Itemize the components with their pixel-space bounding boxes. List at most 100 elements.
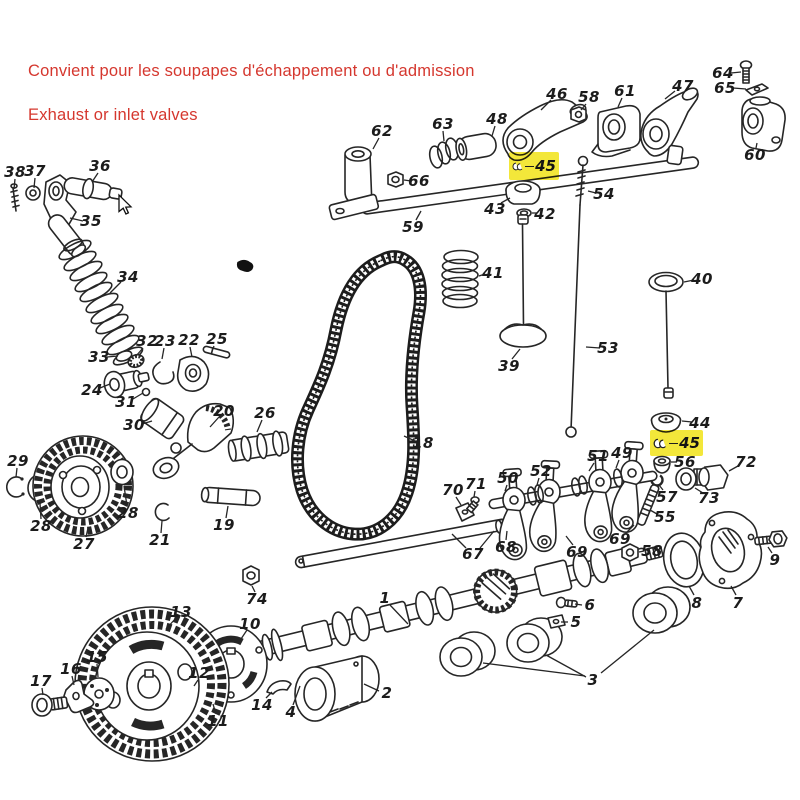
part-label-11: 11 <box>207 712 229 730</box>
note-english: Exhaust or inlet valves <box>28 106 198 124</box>
part-label-46: 46 <box>546 85 568 103</box>
part-label-58: 58 <box>578 88 600 106</box>
part-74-nut <box>242 565 260 586</box>
part-label-41: 41 <box>482 264 504 282</box>
part-30-tappet <box>140 397 185 454</box>
highlight-part-number: 45 <box>535 157 556 175</box>
part-label-47: 47 <box>672 77 694 95</box>
part-label-50: 50 <box>497 469 519 487</box>
part-label-3: 3 <box>587 671 599 689</box>
part-20-rocker <box>152 402 235 480</box>
part-54-stud <box>575 155 589 206</box>
part-38-screw <box>10 183 20 212</box>
part-43-adjuster-cap <box>505 180 541 205</box>
part-65-tab <box>745 83 769 96</box>
part-14-woodruff-key <box>266 680 292 695</box>
collets-icon <box>653 438 666 448</box>
part-label-9: 9 <box>769 551 781 569</box>
part-26-camshaft-section <box>227 430 290 462</box>
part-label-8: 8 <box>691 594 703 612</box>
part-label-52: 52 <box>530 462 552 480</box>
part-label-57: 57 <box>656 488 678 506</box>
part-23-clip <box>152 361 175 385</box>
part-39-valve <box>499 214 547 348</box>
part-label-71: 71 <box>465 475 487 493</box>
part-22-follower <box>176 355 210 392</box>
part-label-26: 26 <box>254 404 276 422</box>
part-label-18: 18 <box>412 434 434 452</box>
part-62-bracket <box>328 146 380 221</box>
part-6-screw <box>555 596 578 609</box>
part-label-66: 66 <box>408 172 430 190</box>
mouse-cursor <box>118 193 133 215</box>
part-label-28: 28 <box>30 517 52 535</box>
part-8-oil-seal <box>662 532 706 588</box>
part-label-22: 22 <box>178 331 200 349</box>
part-label-6: 6 <box>584 596 596 614</box>
part-label-40: 40 <box>691 270 713 288</box>
part-label-56: 56 <box>674 453 696 471</box>
part-label-32: 32 <box>136 332 158 350</box>
part-9-bolt <box>754 530 788 548</box>
part-label-20: 20 <box>213 402 235 420</box>
part-label-7: 7 <box>732 594 744 612</box>
part-label-38: 38 <box>4 163 26 181</box>
highlight-part-number: 45 <box>679 434 700 452</box>
note-french: Convient pour les soupapes d'échappement… <box>28 62 475 80</box>
part-label-67: 67 <box>462 545 484 563</box>
part-label-35: 35 <box>80 212 102 230</box>
part-label-36: 36 <box>89 157 111 175</box>
part-55-stud <box>636 484 660 526</box>
part-label-33: 33 <box>88 348 110 366</box>
part-label-69: 69 <box>609 530 631 548</box>
part-label-37: 37 <box>24 162 46 180</box>
part-5-tab <box>547 614 566 629</box>
part-label-68: 68 <box>495 538 517 556</box>
part-31-ball <box>141 387 151 397</box>
part-29-circlip <box>5 476 25 498</box>
part-label-28: 28 <box>117 504 139 522</box>
part-label-12: 12 <box>188 664 210 682</box>
part-1-camshaft <box>240 545 664 662</box>
part-18-timing-chain <box>290 250 427 541</box>
part-41-valve-spring <box>441 249 479 309</box>
part-label-72: 72 <box>735 453 757 471</box>
part-label-15: 15 <box>86 648 108 666</box>
part-label-43: 43 <box>484 200 506 218</box>
part-label-60: 60 <box>744 146 766 164</box>
part-32-star-washer <box>127 353 145 369</box>
part-label-54: 54 <box>593 185 615 203</box>
part-label-34: 34 <box>117 268 139 286</box>
part-label-55: 55 <box>654 508 676 526</box>
collets-icon <box>512 162 523 170</box>
part-37-washer <box>25 185 41 201</box>
part-label-13: 13 <box>170 603 192 621</box>
part-label-19: 19 <box>213 516 235 534</box>
part-label-1: 1 <box>379 589 391 607</box>
part-60-bracket <box>741 96 786 152</box>
part-label-70: 70 <box>442 481 464 499</box>
highlight-dash <box>669 442 679 444</box>
part-72-plug <box>693 464 729 491</box>
part-label-31: 31 <box>115 393 137 411</box>
part-label-4: 4 <box>285 703 297 721</box>
part-73-ring <box>675 467 697 491</box>
part-56-spring-seat <box>653 455 671 474</box>
part-label-63: 63 <box>432 115 454 133</box>
part-label-64: 64 <box>712 64 734 82</box>
print-artifact-blob <box>236 259 254 272</box>
part-label-74: 74 <box>246 590 268 608</box>
part-label-21: 21 <box>149 531 171 549</box>
part-label-30: 30 <box>123 416 145 434</box>
part-label-44: 44 <box>689 414 711 432</box>
part-label-49: 49 <box>611 444 633 462</box>
part-label-39: 39 <box>498 357 520 375</box>
part-47-rocker-arm <box>640 87 699 166</box>
part-33-spring-seat <box>115 350 133 362</box>
part-label-59: 59 <box>402 218 424 236</box>
highlight-dash <box>525 165 535 167</box>
part-28-washer-right <box>110 458 134 486</box>
highlight-part-45-bottom: 45 <box>650 430 703 456</box>
part-58-nut-top <box>570 106 587 123</box>
